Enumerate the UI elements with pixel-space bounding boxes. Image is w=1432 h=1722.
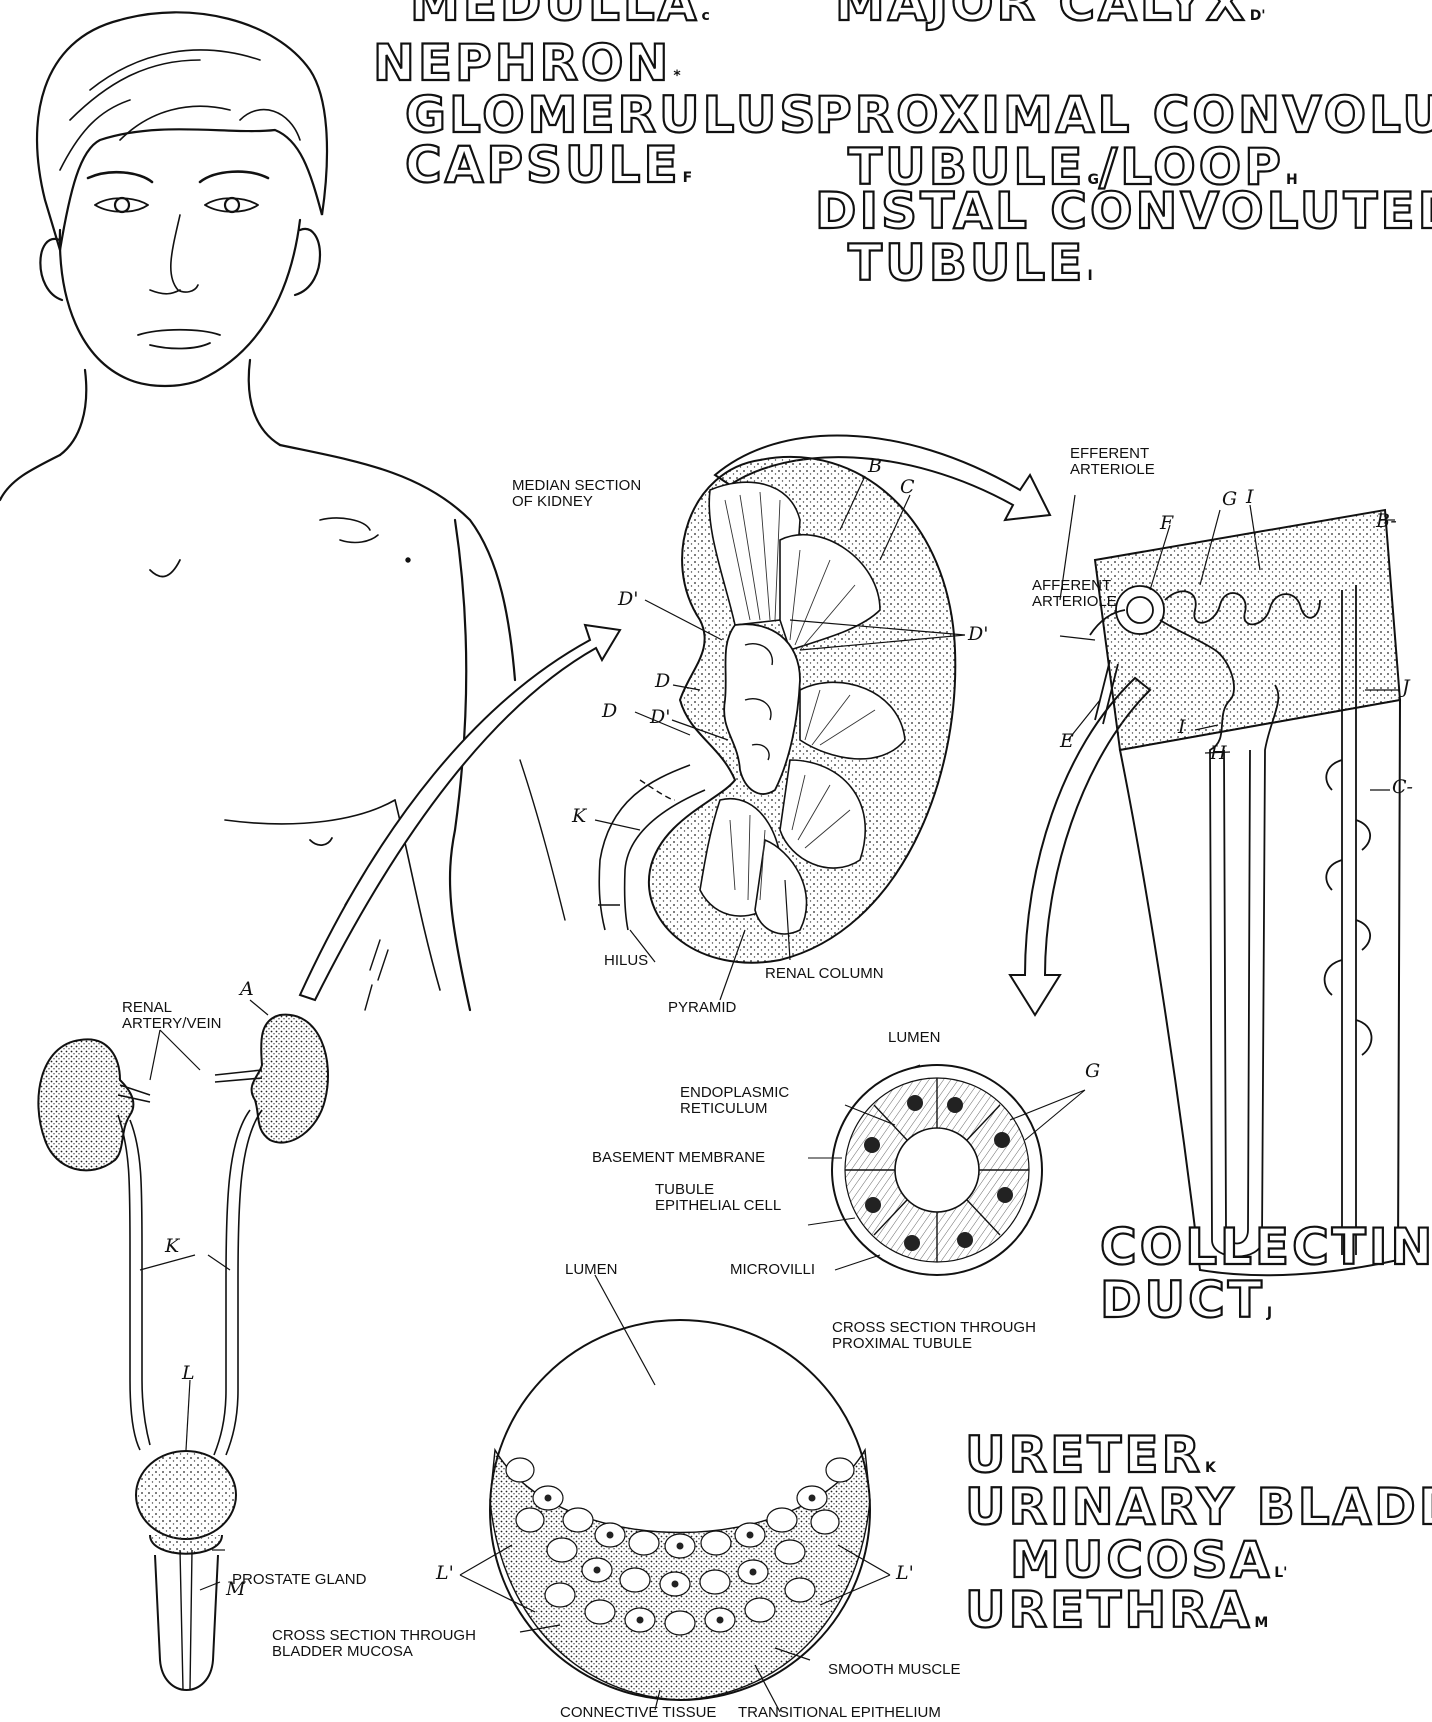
- letter-k-kidney: K: [572, 805, 586, 827]
- left-kidney: [38, 1039, 133, 1170]
- label-transitional-epithelium: TRANSITIONAL EPITHELIUM: [738, 1705, 941, 1721]
- title-distal-convoluted: DISTAL CONVOLUTED: [815, 186, 1432, 236]
- label-pyramid: PYRAMID: [668, 1000, 736, 1016]
- letter-a: A: [240, 978, 254, 1000]
- letter-g-tubule: G: [1085, 1060, 1100, 1082]
- label-lumen-tubule: LUMEN: [888, 1030, 941, 1046]
- label-basement-membrane: BASEMENT MEMBRANE: [592, 1150, 765, 1166]
- label-connective-tissue: CONNECTIVE TISSUE: [560, 1705, 716, 1721]
- letter-d-upper: D: [655, 670, 670, 692]
- title-urinary-bladder: URINARY BLADDERL: [965, 1482, 1432, 1532]
- letter-h: H: [1210, 742, 1227, 764]
- label-smooth-muscle: SMOOTH MUSCLE: [828, 1662, 961, 1678]
- letter-c: C: [900, 476, 915, 498]
- letter-k-ureter: K: [165, 1235, 179, 1257]
- wedge-medulla: [1120, 700, 1400, 1275]
- letter-l-prime-left: L': [436, 1562, 454, 1584]
- title-nephron: NEPHRON*: [373, 38, 681, 88]
- letter-l: L: [182, 1362, 195, 1384]
- letter-f: F: [1160, 512, 1173, 534]
- label-renal-column: RENAL COLUMN: [765, 966, 884, 982]
- letter-i-loop: I: [1178, 716, 1186, 738]
- letter-d-lower: D: [602, 700, 617, 722]
- label-hilus: HILUS: [604, 953, 648, 969]
- letter-d-prime-upper: D': [618, 588, 638, 610]
- label-prostate-gland: PROSTATE GLAND: [232, 1572, 366, 1588]
- letter-d-prime-right: D': [968, 623, 988, 645]
- letter-b: B: [868, 455, 882, 477]
- kidney-median-section: [595, 457, 965, 1000]
- letter-m: M: [226, 1578, 245, 1600]
- letter-e: E: [1060, 730, 1074, 752]
- proximal-tubule-cross-section: [808, 1065, 1085, 1275]
- nephron-wedge: [1060, 495, 1400, 1275]
- letter-g-nephron: G: [1222, 488, 1237, 510]
- letter-j: J: [1402, 676, 1410, 698]
- title-collecting: COLLECTING: [1100, 1222, 1432, 1272]
- letter-b-star: B-: [1376, 510, 1397, 532]
- prostate: [150, 1535, 222, 1554]
- letter-l-prime-right: L': [896, 1562, 914, 1584]
- letter-d-prime-lower: D': [650, 706, 670, 728]
- bladder-mucosa-cross-section: [460, 1275, 890, 1712]
- right-kidney: [252, 1015, 328, 1143]
- hair: [37, 12, 327, 250]
- title-proximal-convoluted: PROXIMAL CONVOLUTED: [815, 90, 1432, 140]
- label-microvilli: MICROVILLI: [730, 1262, 815, 1278]
- face: [60, 220, 300, 386]
- letter-c-star: C-: [1392, 776, 1413, 798]
- ureters: [118, 1110, 262, 1455]
- label-lumen-bladder: LUMEN: [565, 1262, 618, 1278]
- bladder: [136, 1451, 236, 1539]
- urethra-penis: [155, 1555, 218, 1690]
- letter-i-nephron: I: [1246, 486, 1254, 508]
